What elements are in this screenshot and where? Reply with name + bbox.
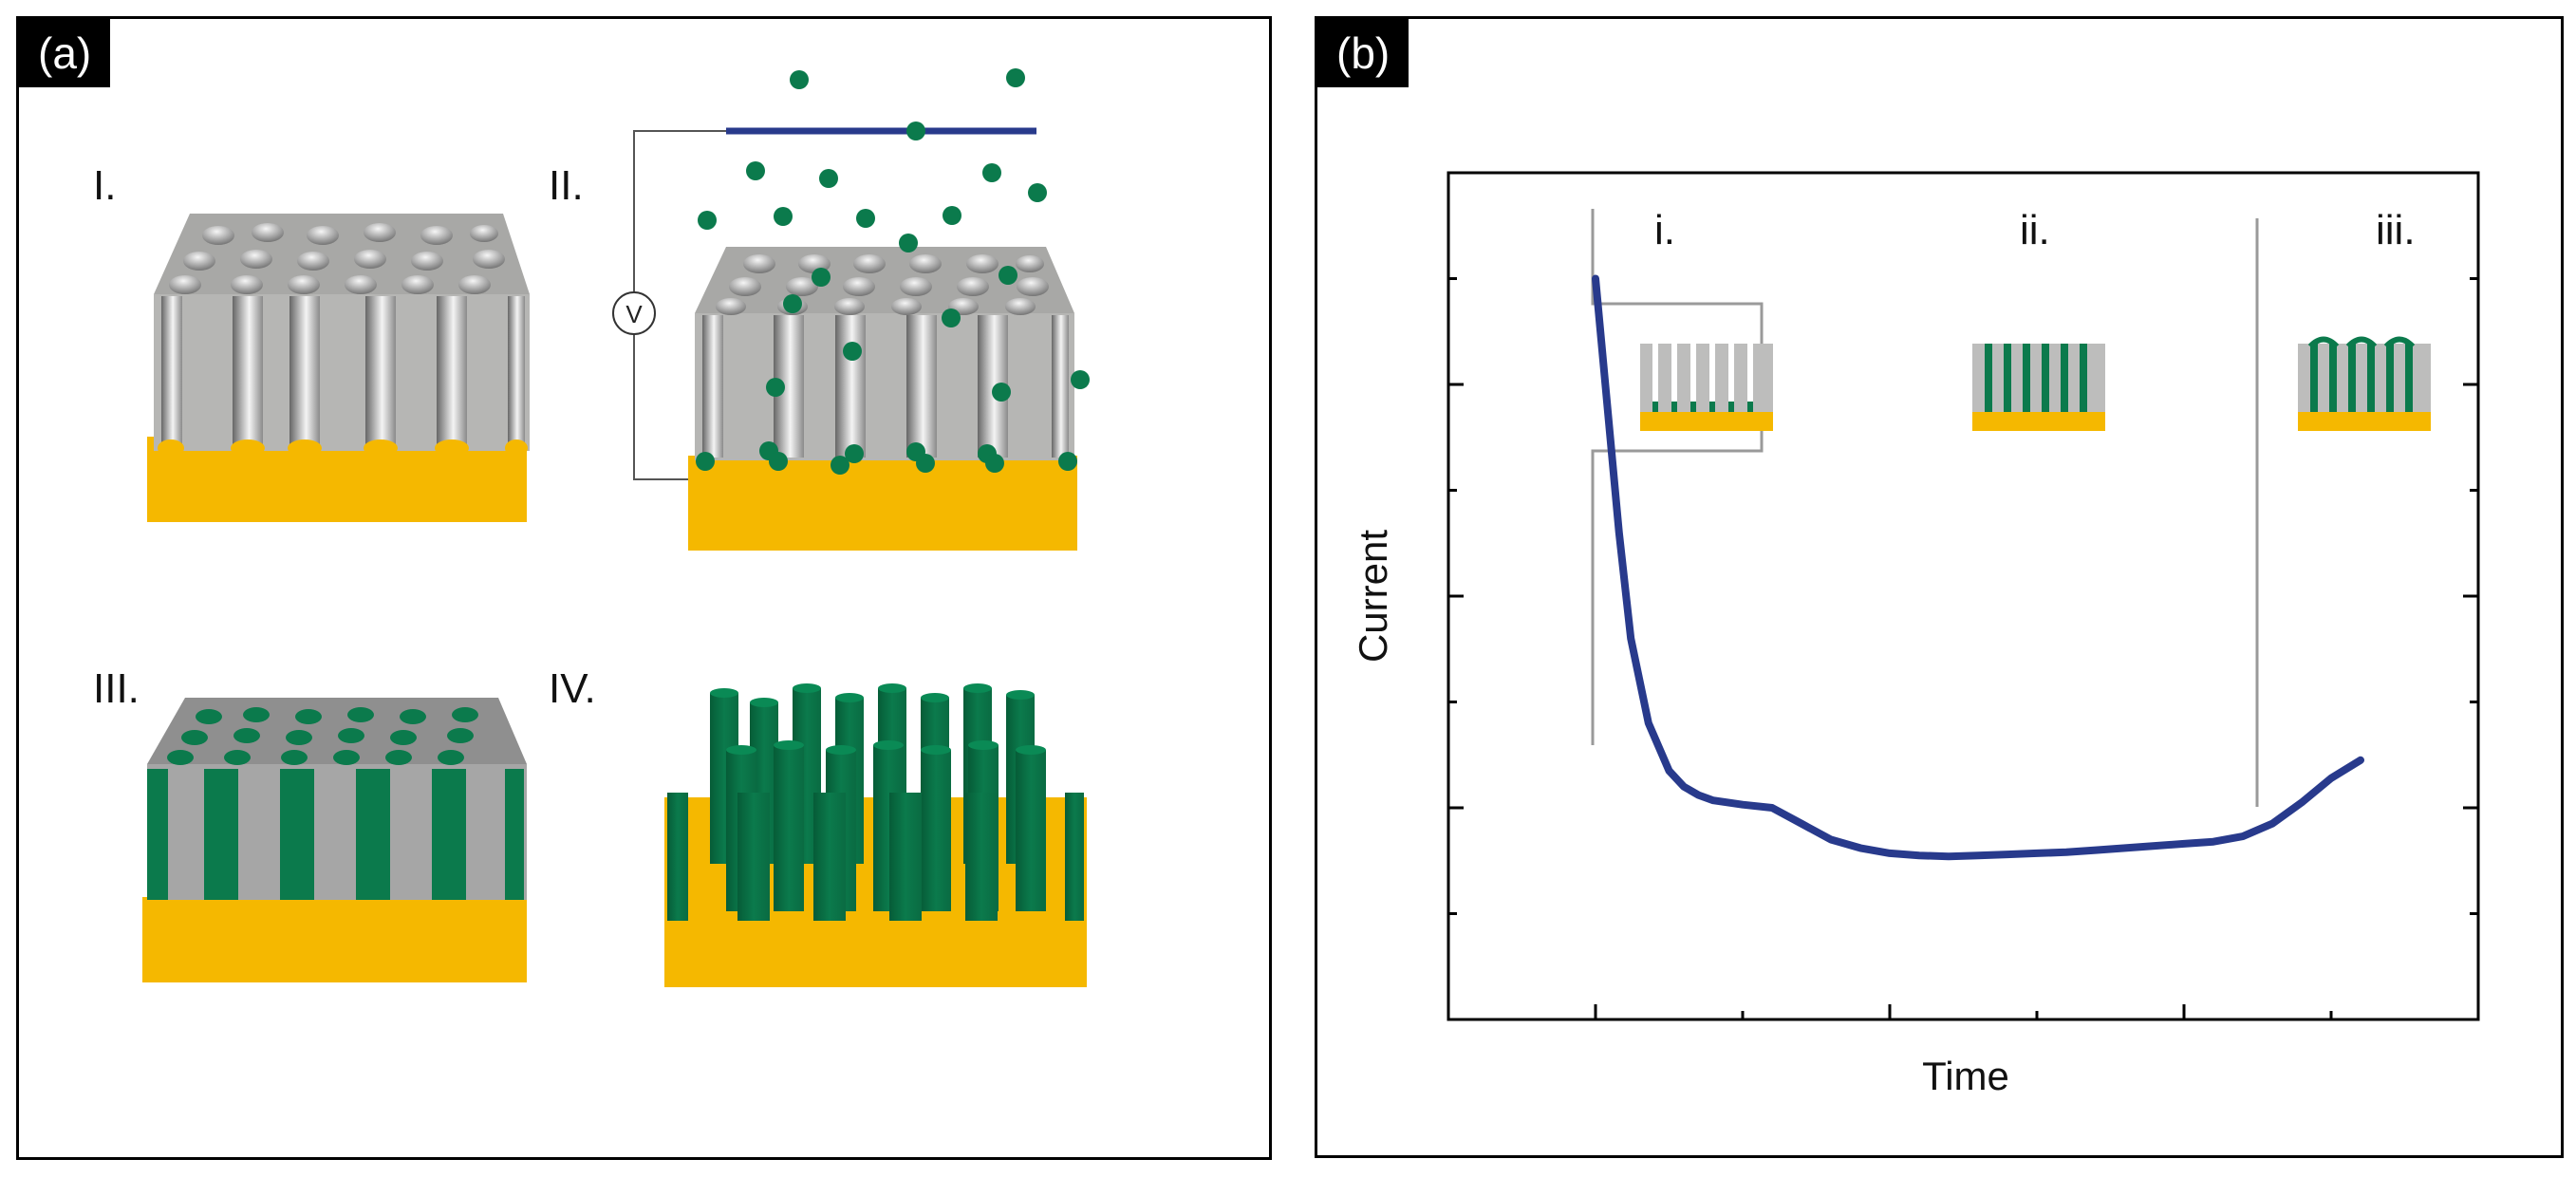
stage-divider-1 (1591, 209, 1764, 745)
current-time-chart: Time Current i. ii. iii. (1351, 171, 2480, 1098)
y-axis-label: Current (1351, 530, 1395, 663)
metal-ions (696, 68, 1090, 475)
step-label-2: II. (549, 162, 584, 209)
stage-inset-1 (1640, 344, 1773, 431)
panel-b-tag: (b) (1317, 19, 1409, 87)
panel-b: (b) Time Current i. ii. iii. (1315, 16, 2564, 1158)
current-series-line (1592, 274, 2364, 861)
step-label-3: III. (93, 665, 140, 712)
template-step-1 (147, 214, 530, 522)
stage-inset-3 (2298, 336, 2431, 431)
axis-ticks (1448, 277, 2478, 1019)
template-step-3 (142, 698, 527, 982)
panel-a-tag: (a) (19, 19, 111, 87)
nanowires (667, 688, 1084, 921)
nanowire-array-step-4 (664, 683, 1087, 987)
template-step-2: V (612, 68, 1090, 551)
process-schematic: I. II. III. IV. (93, 68, 1090, 987)
panel-a: (a) I. II. III. IV. (16, 16, 1272, 1160)
gold-electrode (688, 456, 1077, 551)
step-label-1: I. (93, 162, 116, 209)
plot-frame (1447, 171, 2480, 1021)
gold-electrode (142, 897, 527, 982)
voltage-label: V (625, 300, 643, 328)
stage-inset-2 (1972, 344, 2105, 431)
stage-label-3: iii. (2376, 207, 2416, 253)
stage-label-2: ii. (2020, 207, 2050, 253)
stage-label-1: i. (1654, 207, 1675, 253)
step-label-4: IV. (549, 665, 596, 712)
voltage-source (612, 291, 656, 335)
x-axis-label: Time (1922, 1054, 2009, 1098)
